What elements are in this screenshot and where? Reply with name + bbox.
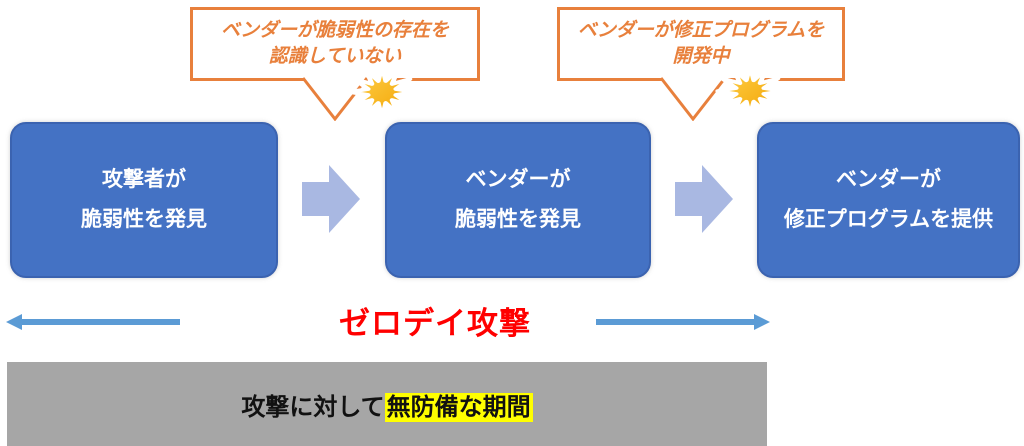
exposure-period-text: 攻撃に対して無防備な期間 [241,387,533,422]
step-box-attacker-discovers-vulnerability: 攻撃者が 脆弱性を発見 [10,122,278,278]
callout-vendor-developing-patch: ベンダーが修正プログラムを 開発中 [557,7,845,81]
step-box-vendor-provides-patch: ベンダーが 修正プログラムを提供 [757,122,1020,278]
exposure-highlight: 無防備な期間 [384,392,533,422]
step-1-line1: 攻撃者が [102,168,186,191]
exposure-prefix: 攻撃に対して [241,393,385,421]
callout-pointer-down-icon [659,77,727,121]
starburst-explosion-icon [715,64,785,118]
right-block-arrow-icon [675,165,733,233]
callout-vendor-developing-patch-line1: ベンダーが修正プログラムを [577,20,825,41]
timeline-arrow-left-icon [6,314,180,330]
timeline-arrow-right-icon [596,314,770,330]
right-block-arrow-icon [302,165,360,233]
starburst-explosion-icon [347,64,417,120]
step-3-line1: ベンダーが [836,168,941,191]
exposure-period-bar: 攻撃に対して無防備な期間 [7,362,767,446]
step-3-line2: 修正プログラムを提供 [783,208,994,231]
step-box-vendor-discovers-vulnerability: ベンダーが 脆弱性を発見 [385,122,651,278]
zero-day-attack-label: ゼロデイ攻撃 [339,306,531,341]
step-2-line2: 脆弱性を発見 [455,208,581,231]
callout-vendor-unaware-line2: 認識していない [268,46,402,67]
callout-vendor-unaware-line1: ベンダーが脆弱性の存在を [220,20,449,41]
callout-vendor-unaware: ベンダーが脆弱性の存在を 認識していない [190,7,480,81]
callout-vendor-developing-patch-line2: 開発中 [672,46,730,67]
step-1-line2: 脆弱性を発見 [81,208,207,231]
step-2-line1: ベンダーが [465,168,571,191]
